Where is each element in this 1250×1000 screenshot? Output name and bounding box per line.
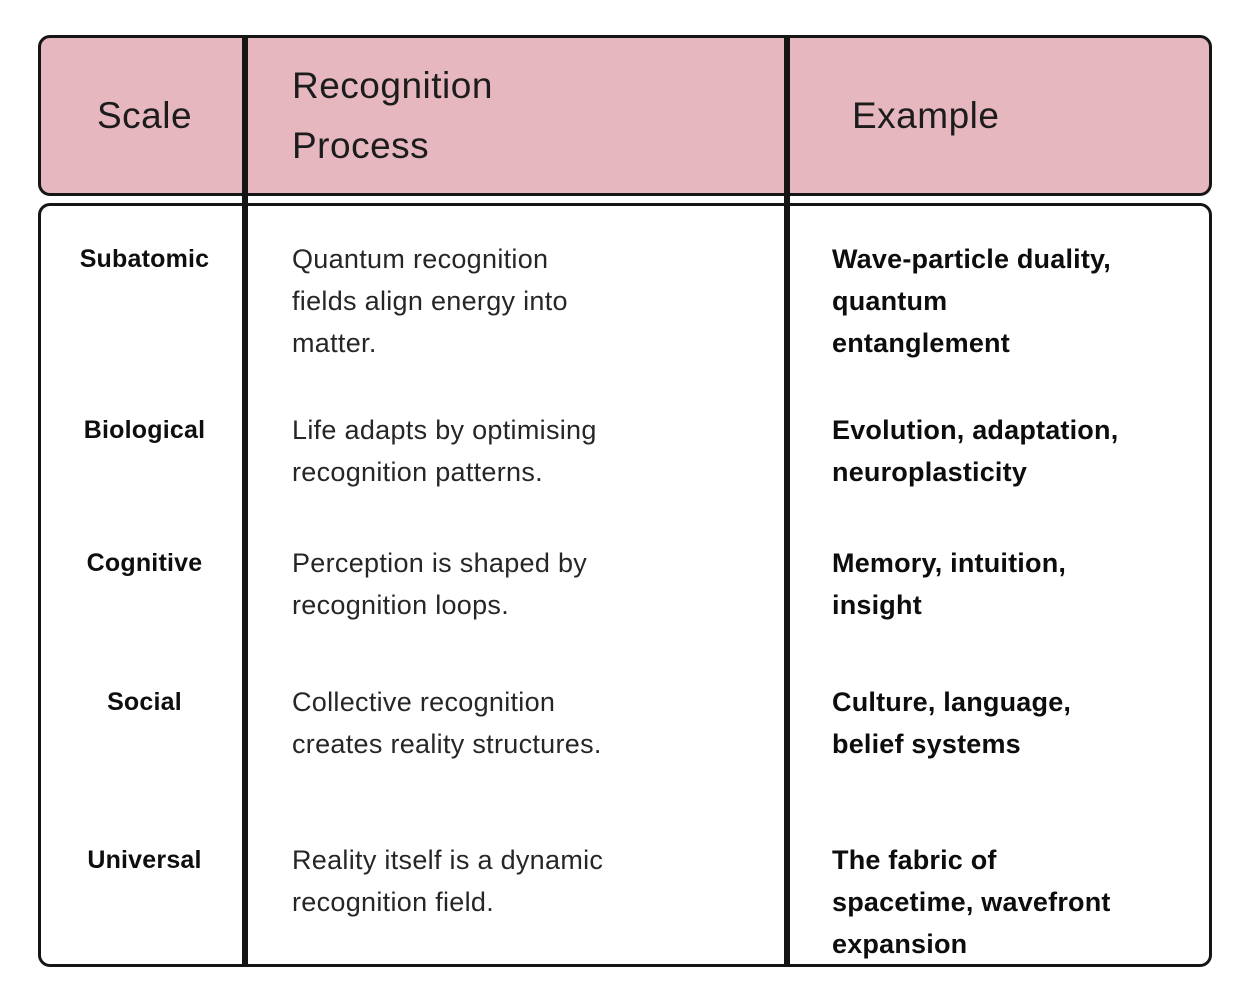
column-divider-1: [242, 35, 248, 967]
row-biological-scale: Biological: [83, 416, 206, 444]
row-cognitive-example: Memory, intuition, insight: [832, 548, 1067, 620]
row-cognitive-scale: Cognitive: [86, 549, 203, 577]
row-subatomic-example: Wave-particle duality, quantum entanglem…: [832, 244, 1111, 358]
row-social-process: Collective recognition creates reality s…: [292, 687, 602, 759]
column-divider-2: [784, 35, 790, 967]
scales-table: Scale Recognition Process Example Subato…: [38, 35, 1212, 967]
row-universal-scale: Universal: [87, 846, 202, 874]
header-cell-recognition-process: Recognition Process: [292, 65, 493, 166]
row-universal-example: The fabric of spacetime, wavefront expan…: [832, 845, 1111, 959]
row-subatomic-scale: Subatomic: [79, 245, 210, 273]
row-social-example: Culture, language, belief systems: [832, 687, 1072, 759]
row-biological-example: Evolution, adaptation, neuroplasticity: [832, 415, 1119, 487]
row-universal-process: Reality itself is a dynamic recognition …: [292, 845, 604, 917]
table-body: Subatomic Quantum recognition fields ali…: [38, 203, 1212, 967]
table-header-row: Scale Recognition Process Example: [38, 35, 1212, 196]
header-cell-scale: Scale: [96, 94, 193, 136]
row-biological-process: Life adapts by optimising recognition pa…: [292, 415, 597, 487]
header-cell-example: Example: [852, 94, 1000, 136]
row-social-scale: Social: [107, 688, 182, 716]
row-cognitive-process: Perception is shaped by recognition loop…: [292, 548, 588, 620]
row-subatomic-process: Quantum recognition fields align energy …: [292, 244, 568, 358]
